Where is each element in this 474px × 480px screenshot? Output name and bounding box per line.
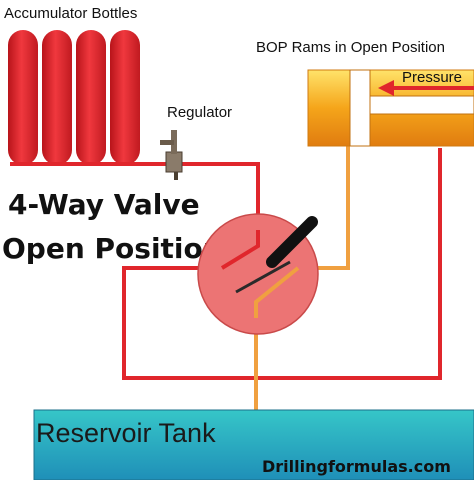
bop-cylinder: [307, 69, 474, 147]
bop-piston-rod: [369, 95, 474, 115]
accumulator-label: Accumulator Bottles: [4, 5, 137, 22]
tank-label: Reservoir Tank: [36, 418, 216, 448]
four-way-valve: [197, 213, 319, 335]
supply-line-top: [10, 162, 260, 230]
supply-line: [10, 148, 442, 380]
accumulator-bottle-2: [42, 30, 72, 165]
valve-spool: [235, 260, 291, 294]
tank-body: [33, 409, 474, 480]
valve-title-line1: 4-Way Valve: [8, 188, 200, 221]
accumulator-bottles: [8, 30, 140, 165]
brand-label: Drillingformulas.com: [262, 457, 451, 476]
bop-piston: [349, 69, 371, 147]
bop-label: BOP Rams in Open Position: [256, 39, 445, 56]
accumulator-bottle-4: [110, 30, 140, 165]
accumulator-bottle-1: [8, 30, 38, 165]
regulator-icon: [160, 130, 183, 180]
valve-handle-icon: [266, 216, 318, 268]
accumulator-bottle-3: [76, 30, 106, 165]
regulator-label: Regulator: [167, 104, 232, 121]
pressure-label: Pressure: [402, 69, 462, 86]
supply-line-bop: [122, 148, 442, 380]
reservoir-tank: Reservoir Tank Drillingformulas.com: [33, 409, 474, 480]
valve-title-line2: Open Position: [2, 232, 223, 265]
